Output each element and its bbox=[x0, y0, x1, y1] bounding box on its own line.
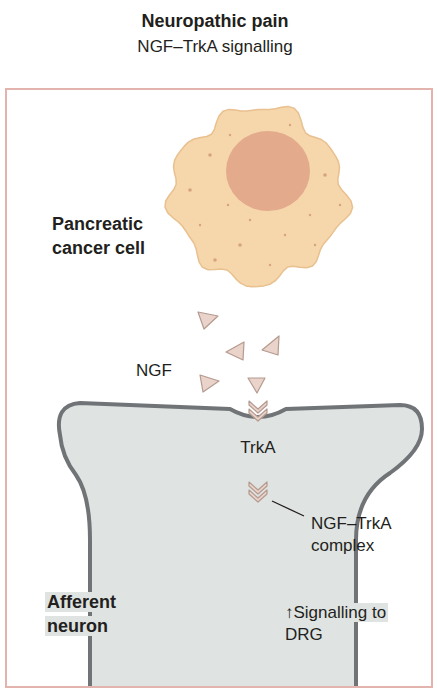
signalling-note: ↑Signalling to DRG bbox=[283, 602, 423, 646]
cell-granule bbox=[208, 153, 212, 157]
cell-granule bbox=[213, 258, 217, 262]
cell-label: Pancreatic cancer cell bbox=[52, 212, 177, 261]
cell-granule bbox=[289, 124, 291, 126]
cell-granule bbox=[227, 204, 229, 206]
molecule-label: NGF bbox=[136, 360, 172, 383]
leader-line bbox=[272, 501, 304, 516]
cell-nucleus bbox=[226, 131, 310, 211]
subtitle: NGF–TrkA signalling bbox=[0, 36, 434, 59]
cell-granule bbox=[229, 134, 231, 136]
ngf-trka-complex bbox=[249, 482, 267, 502]
neuron-label-text: Afferent neuron bbox=[45, 592, 118, 636]
cell-label-text: Pancreatic cancer cell bbox=[52, 214, 145, 258]
trka-receptor-part bbox=[249, 409, 267, 421]
cell-granule bbox=[188, 188, 192, 192]
cell-granule bbox=[249, 219, 251, 221]
cell-granule bbox=[309, 214, 311, 216]
cancer-cell-shape bbox=[40, 95, 360, 305]
cell-granule bbox=[339, 204, 341, 206]
cell-granule bbox=[314, 244, 316, 246]
complex-label: NGF–TrkA complex bbox=[311, 513, 429, 557]
cancer-cell: Pancreatic cancer cell bbox=[40, 95, 360, 305]
cell-membrane bbox=[165, 106, 353, 286]
receptor-label: TrkA bbox=[208, 437, 308, 460]
signalling-note-text: ↑Signalling to DRG bbox=[283, 603, 388, 644]
cell-granule bbox=[269, 264, 271, 266]
cell-granule bbox=[238, 243, 242, 247]
cell-granule bbox=[199, 224, 201, 226]
trka-receptor bbox=[249, 401, 267, 421]
cell-granule bbox=[323, 173, 327, 177]
cell-granule bbox=[284, 234, 286, 236]
ngf-trka-complex-part bbox=[249, 490, 267, 502]
diagram-title: Neuropathic pain bbox=[0, 9, 434, 33]
neuron-body bbox=[59, 403, 422, 686]
neuron-label: Afferent neuron bbox=[45, 590, 137, 639]
